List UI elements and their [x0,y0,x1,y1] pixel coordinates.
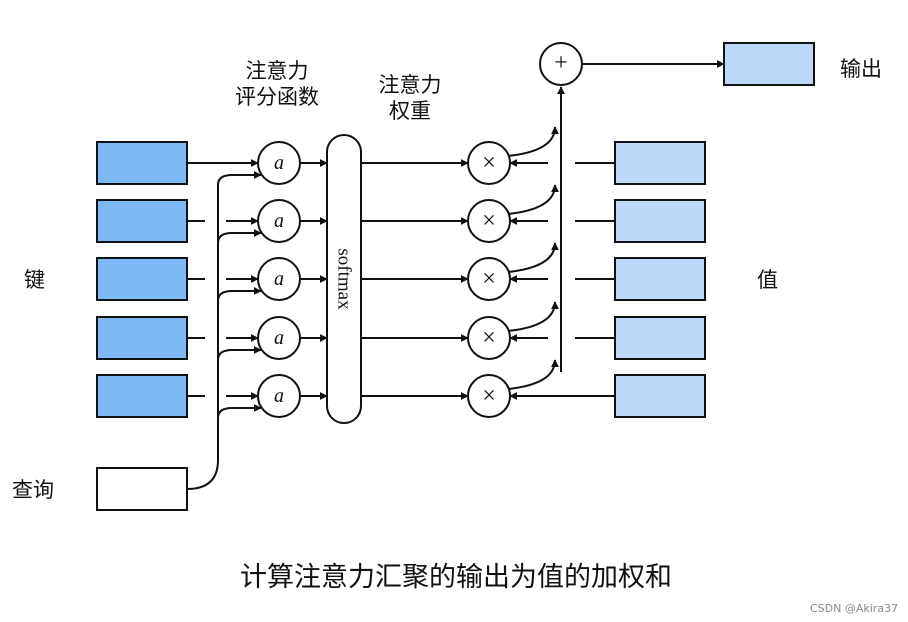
product-to-sum-arrow [507,126,559,157]
keys-label: 键 [24,268,45,292]
score-node-symbol: a [274,327,284,349]
multiply-node-symbol: × [482,266,496,292]
multiply-node [467,374,511,418]
multiply-node [467,316,511,360]
score-node-symbol: a [274,385,284,407]
add-node-symbol: + [554,50,568,76]
key-box [96,257,188,301]
add-node [539,42,583,86]
output-label: 输出 [840,57,882,81]
query-trunk-line [186,185,219,490]
scoring-title-line1: 注意力 [245,59,309,83]
values-label: 值 [757,268,778,292]
multiply-node [467,141,511,185]
score-node [257,316,301,360]
query-box [96,467,188,511]
multiply-node [467,199,511,243]
product-to-sum-arrow [507,359,559,390]
key-box [96,316,188,360]
score-node [257,199,301,243]
score-node-symbol: a [274,152,284,174]
weights-title-line1: 注意力 [378,73,442,97]
value-box [614,199,706,243]
query-branch-arrow [217,171,262,186]
multiply-node-symbol: × [482,150,496,176]
output-box [723,42,815,86]
score-node-symbol: a [274,210,284,232]
weights-title-line2: 权重 [389,99,431,123]
score-node-symbol: a [274,268,284,290]
query-branch-arrow [217,229,262,244]
value-box [614,374,706,418]
product-to-sum-arrow [507,242,559,273]
scoring-function-title: 注意力 评分函数 [222,58,332,110]
diagram-caption: 计算注意力汇聚的输出为值的加权和 [240,562,672,593]
key-box [96,141,188,185]
score-node [257,374,301,418]
query-branch-arrow [217,404,262,419]
diagram-shapes: a × a × a × a × a × softmax + [96,42,815,511]
query-branch-arrow [217,287,262,302]
multiply-node [467,257,511,301]
key-box [96,199,188,243]
score-node [257,257,301,301]
query-label: 查询 [12,478,54,502]
connection-wires [186,60,725,490]
query-branch-arrow [217,346,262,361]
scoring-title-line2: 评分函数 [235,85,319,109]
key-box [96,374,188,418]
score-node [257,141,301,185]
value-box [614,257,706,301]
multiply-node-symbol: × [482,208,496,234]
product-to-sum-arrow [507,301,559,332]
value-box [614,316,706,360]
multiply-node-symbol: × [482,383,496,409]
value-box [614,141,706,185]
product-to-sum-arrow [507,184,559,215]
multiply-node-symbol: × [482,325,496,351]
softmax-block [326,134,362,424]
softmax-label: softmax [334,248,355,310]
attention-weights-title: 注意力 权重 [360,72,460,124]
watermark-text: CSDN @Akira37 [810,602,899,615]
